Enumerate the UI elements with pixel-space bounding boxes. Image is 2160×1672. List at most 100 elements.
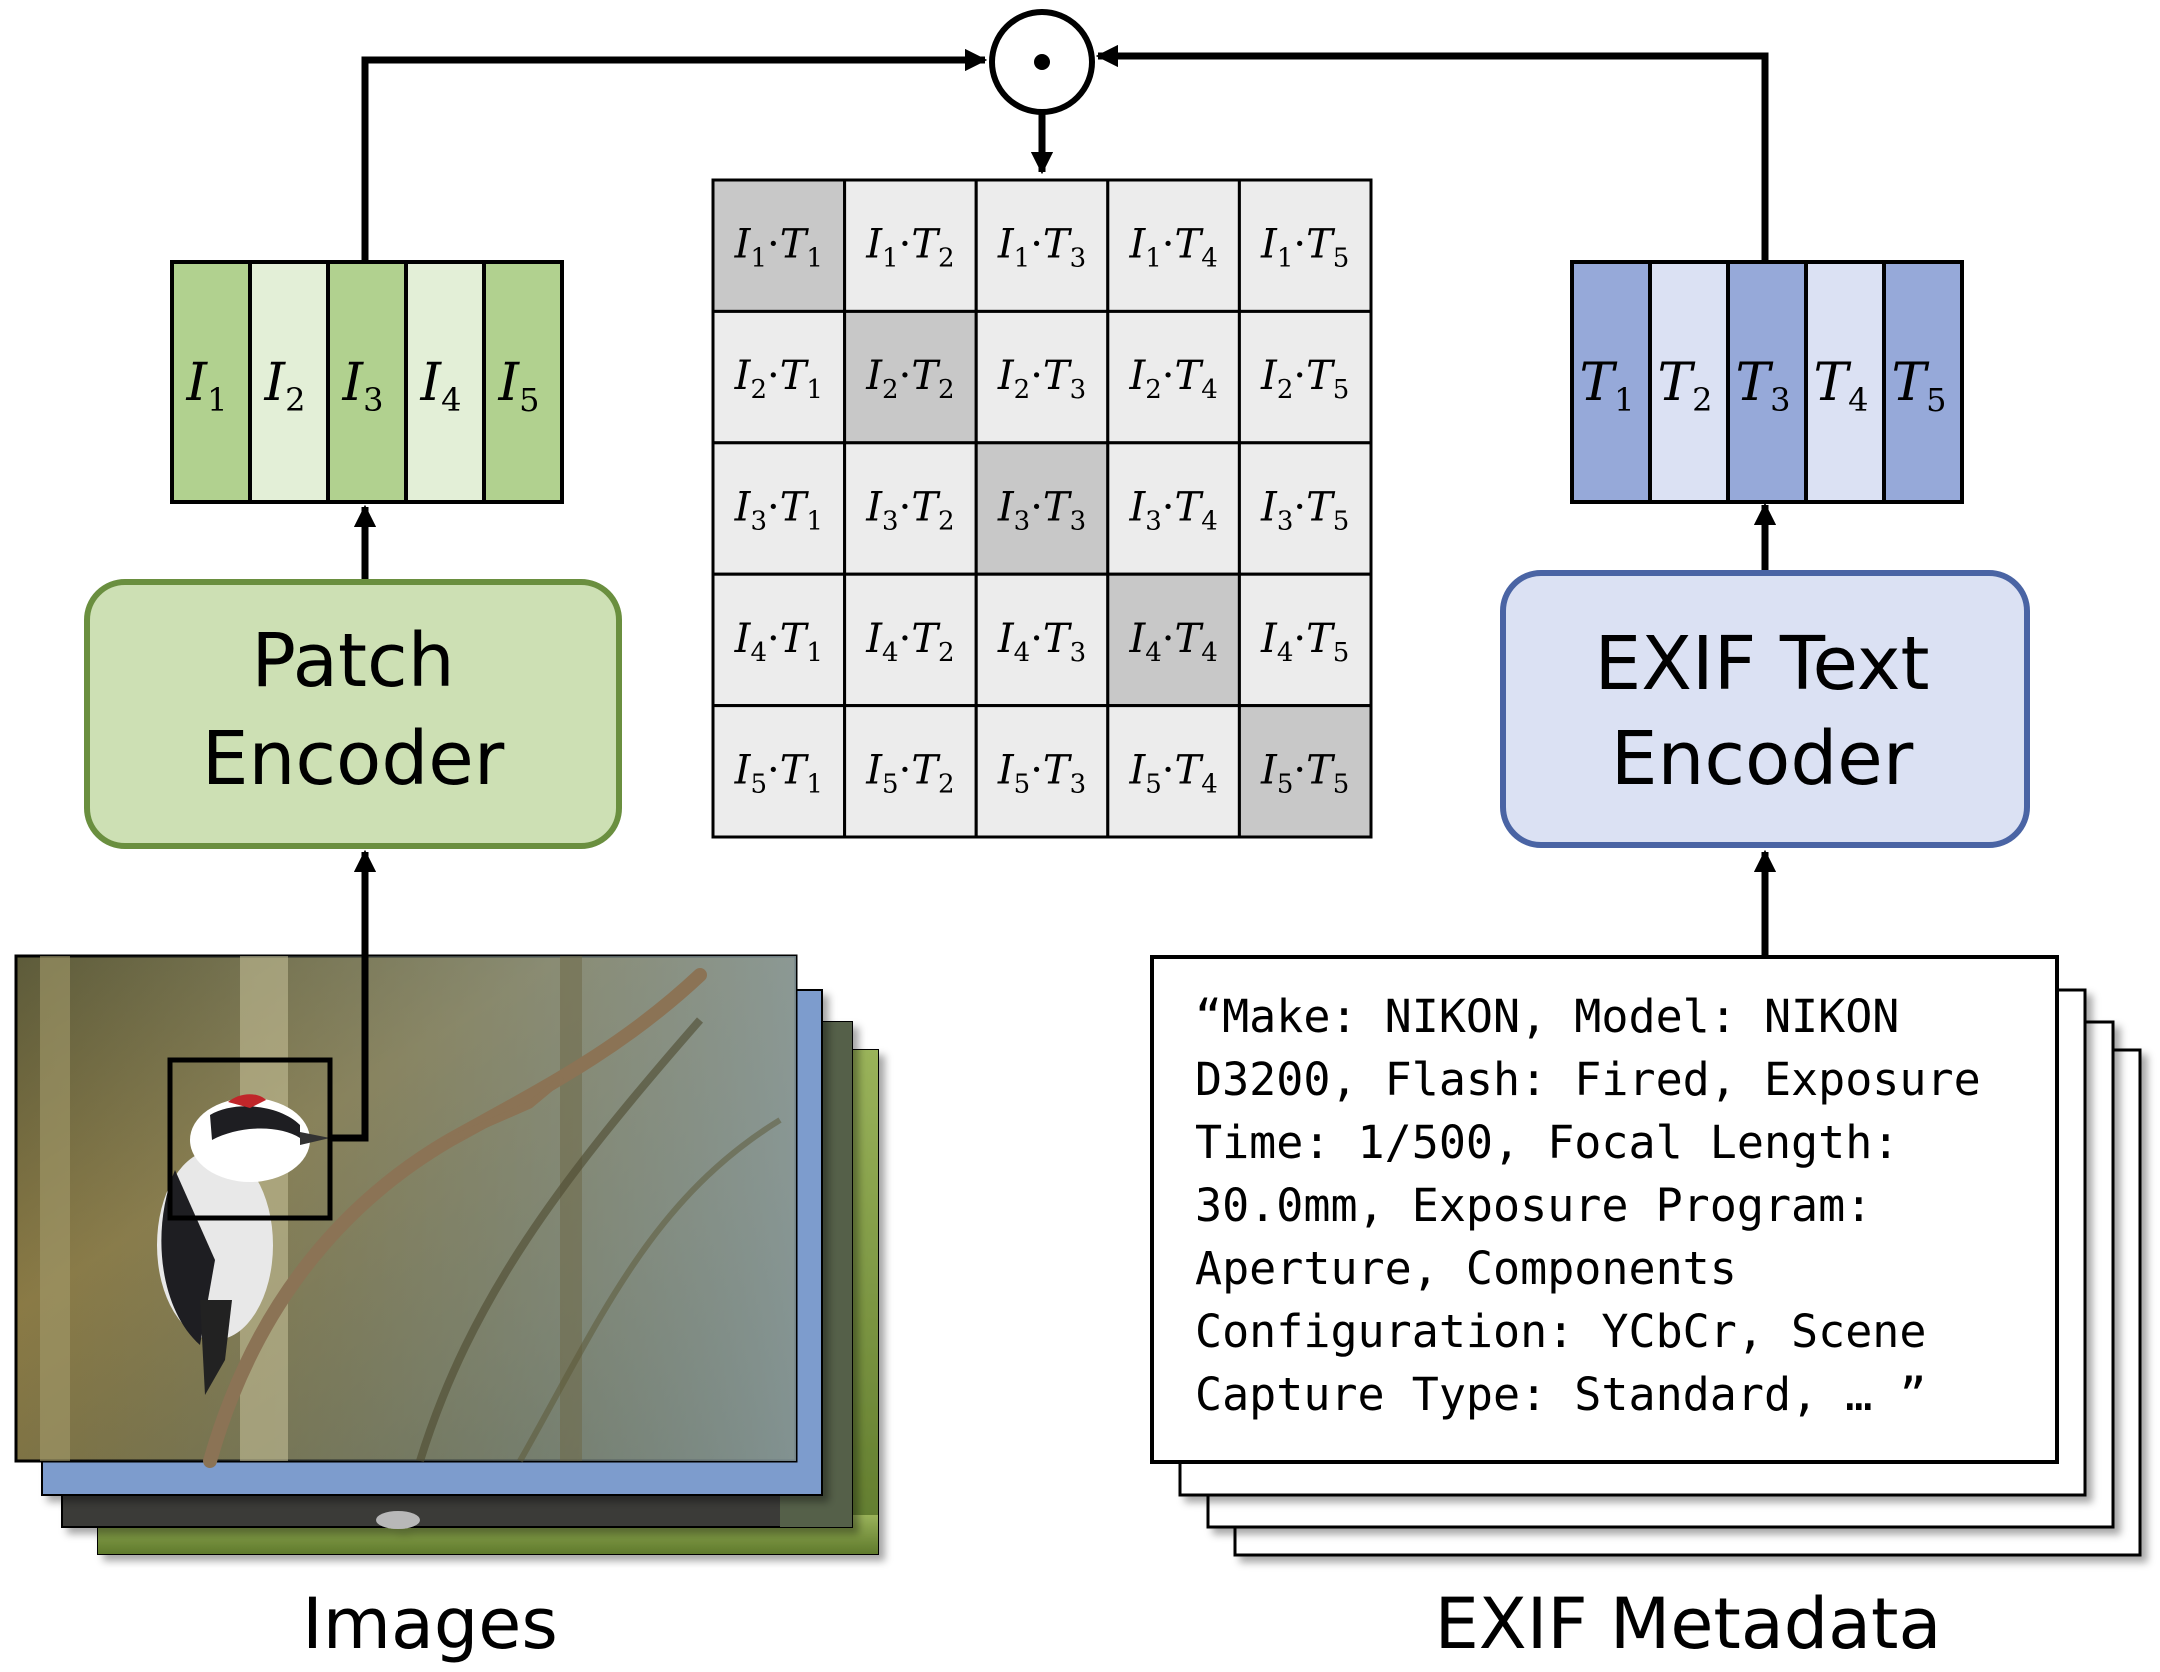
matrix-cell-label: I3·T4 xyxy=(1128,485,1217,537)
dot-product-operator xyxy=(989,9,1095,115)
matrix-cell-bg xyxy=(974,178,1110,313)
image-feature-label-3: I3 xyxy=(342,353,384,419)
exif-text-line: D3200, Flash: Fired, Exposure xyxy=(1195,1053,1981,1106)
matrix-cell-label: I5·T5 xyxy=(1260,747,1349,799)
matrix-cell-label: I3·T5 xyxy=(1260,485,1349,537)
matrix-cell-bg xyxy=(1106,704,1241,839)
matrix-cell-3-5: I3·T5 xyxy=(1237,441,1373,576)
exif-text-line: “Make: NIKON, Model: NIKON xyxy=(1195,990,1899,1043)
matrix-cell-bg xyxy=(1237,704,1373,839)
image-feature-cell-bg xyxy=(404,260,486,504)
matrix-cell-label: I4·T5 xyxy=(1260,616,1349,668)
matrix-cell-label: I5·T1 xyxy=(734,747,823,799)
matrix-cell-4-2: I4·T2 xyxy=(843,572,978,708)
matrix-cell-bg xyxy=(1237,441,1373,576)
matrix-cell-4-5: I4·T5 xyxy=(1237,572,1373,708)
exif-text-line: Aperture, Components xyxy=(1195,1242,1737,1295)
matrix-cell-bg xyxy=(1237,309,1373,445)
matrix-cell-label: I5·T3 xyxy=(997,747,1086,799)
matrix-cell-label: I2·T4 xyxy=(1128,353,1217,405)
matrix-cell-2-5: I2·T5 xyxy=(1237,309,1373,445)
text-feature-cell-bg xyxy=(1882,260,1964,504)
matrix-cell-label: I1·T1 xyxy=(734,222,823,274)
image-feature-label-5: I5 xyxy=(498,353,540,419)
matrix-cell-4-3: I4·T3 xyxy=(974,572,1110,708)
matrix-cell-1-4: I1·T4 xyxy=(1106,178,1241,313)
text-feature-label-5: T5 xyxy=(1891,353,1946,419)
arrow-image-features-to-dot xyxy=(361,48,988,262)
text-feature-cell-2: T2 xyxy=(1648,260,1730,504)
text-feature-label-3: T3 xyxy=(1735,353,1790,419)
text-encoder-label-line1: EXIF Text xyxy=(1594,621,1929,707)
image-feature-label-1: I1 xyxy=(186,353,228,419)
matrix-cell-label: I4·T2 xyxy=(865,616,954,668)
matrix-cell-5-5: I5·T5 xyxy=(1237,704,1373,839)
matrix-cell-5-2: I5·T2 xyxy=(843,704,978,839)
matrix-cell-label: I5·T2 xyxy=(865,747,954,799)
matrix-cell-bg xyxy=(974,309,1110,445)
matrix-cell-bg xyxy=(843,441,978,576)
exif-document-front xyxy=(1150,955,2059,1464)
matrix-cell-label: I4·T1 xyxy=(734,616,823,668)
patch-encoder-label-line2: Encoder xyxy=(202,716,505,802)
patch-encoder: Patch Encoder xyxy=(84,579,622,849)
matrix-cell-label: I1·T4 xyxy=(1128,222,1217,274)
text-feature-cell-bg xyxy=(1726,260,1808,504)
matrix-cell-4-1: I4·T1 xyxy=(711,572,847,708)
matrix-cell-label: I2·T2 xyxy=(865,353,954,405)
bird-photo xyxy=(14,954,798,1468)
arrows xyxy=(330,44,1777,1142)
image-feature-cell-4: I4 xyxy=(404,260,486,504)
matrix-cell-label: I4·T3 xyxy=(997,616,1086,668)
matrix-cell-bg xyxy=(843,309,978,445)
matrix-cell-5-3: I5·T3 xyxy=(974,704,1110,839)
dot-product-dot xyxy=(1034,54,1050,70)
image-stack xyxy=(14,954,879,1555)
text-feature-cell-4: T4 xyxy=(1804,260,1886,504)
image-feature-cell-bg xyxy=(482,260,564,504)
exif-document-stack: “Make: NIKON, Model: NIKON D3200, Flash: … xyxy=(1150,955,2142,1557)
exif-text-line: Time: 1/500, Focal Length: xyxy=(1195,1116,1899,1169)
matrix-cell-label: I2·T5 xyxy=(1260,353,1349,405)
exif-text-encoder: EXIF Text Encoder xyxy=(1500,570,2030,848)
matrix-cell-label: I5·T4 xyxy=(1128,747,1217,799)
matrix-cell-1-3: I1·T3 xyxy=(974,178,1110,313)
text-feature-label-1: T1 xyxy=(1579,353,1634,419)
exif-text-block: “Make: NIKON, Model: NIKON D3200, Flash: … xyxy=(1195,990,1981,1421)
arrow-patch-to-encoder xyxy=(330,849,377,1142)
matrix-cell-2-3: I2·T3 xyxy=(974,309,1110,445)
matrix-cell-1-2: I1·T2 xyxy=(843,178,978,313)
matrix-cell-2-2: I2·T2 xyxy=(843,309,978,445)
matrix-cell-2-4: I2·T4 xyxy=(1106,309,1241,445)
exif-text-line: Capture Type: Standard, … ” xyxy=(1195,1368,1927,1421)
text-encoder-label-line2: Encoder xyxy=(1611,716,1914,802)
image-feature-cell-1: I1 xyxy=(170,260,252,504)
matrix-cell-label: I1·T3 xyxy=(997,222,1086,274)
matrix-cell-label: I4·T4 xyxy=(1128,616,1217,668)
matrix-cell-bg xyxy=(711,572,847,708)
matrix-cell-bg xyxy=(1106,309,1241,445)
matrix-cell-3-4: I3·T4 xyxy=(1106,441,1241,576)
matrix-cell-label: I2·T1 xyxy=(734,353,823,405)
matrix-cell-5-1: I5·T1 xyxy=(711,704,847,839)
matrix-cell-2-1: I2·T1 xyxy=(711,309,847,445)
matrix-cell-bg xyxy=(1106,572,1241,708)
matrix-cell-bg xyxy=(974,572,1110,708)
patch-encoder-label-line1: Patch xyxy=(251,618,454,704)
matrix-cell-label: I3·T2 xyxy=(865,485,954,537)
matrix-cell-3-1: I3·T1 xyxy=(711,441,847,576)
matrix-cell-1-5: I1·T5 xyxy=(1237,178,1373,313)
exif-metadata-caption: EXIF Metadata xyxy=(1435,1583,1942,1665)
text-feature-cell-1: T1 xyxy=(1570,260,1652,504)
matrix-cell-4-4: I4·T4 xyxy=(1106,572,1241,708)
text-feature-label-4: T4 xyxy=(1813,353,1868,419)
text-feature-cell-bg xyxy=(1648,260,1730,504)
woodpecker xyxy=(157,1094,330,1395)
exif-text-line: Configuration: YCbCr, Scene xyxy=(1195,1305,1927,1358)
text-feature-cell-bg xyxy=(1804,260,1886,504)
image-feature-cell-2: I2 xyxy=(248,260,330,504)
images-caption: Images xyxy=(302,1583,558,1665)
